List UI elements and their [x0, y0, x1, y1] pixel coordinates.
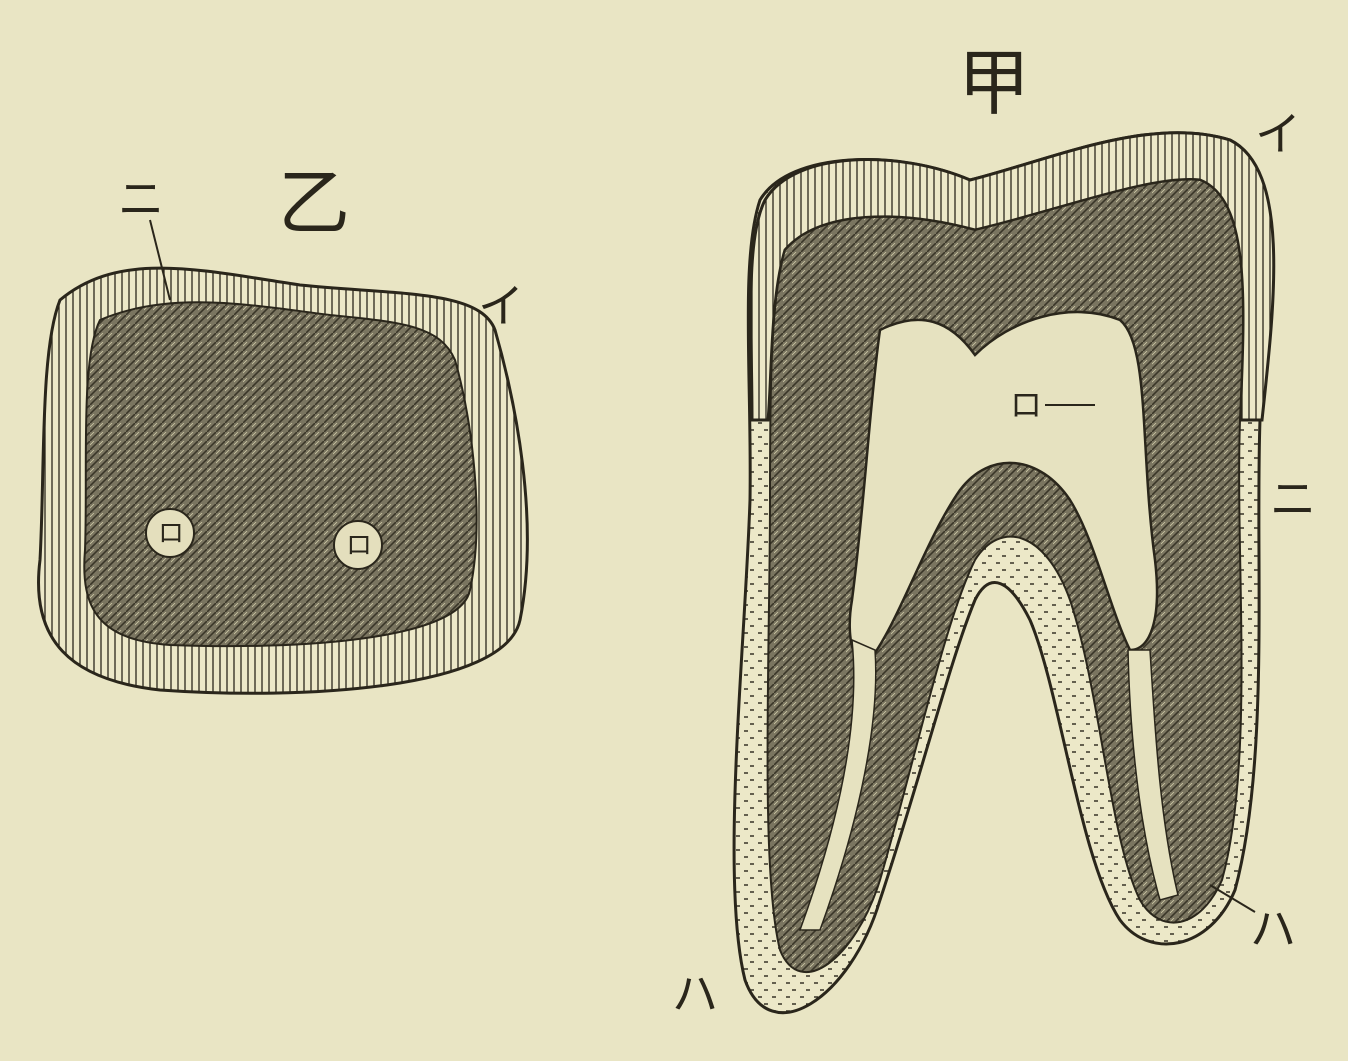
- cross-section-dentin: [84, 302, 476, 646]
- label-pulp-otsu-right: ロ: [346, 531, 372, 561]
- label-cementum-kou-right: ハ: [1250, 902, 1296, 956]
- label-enamel-otsu: イ: [478, 279, 524, 333]
- label-dentin-otsu: ニ: [118, 172, 164, 226]
- figure-title-kou: 甲: [958, 41, 1030, 125]
- figure-title-otsu: 乙: [278, 161, 350, 245]
- longitudinal-section-figure: [734, 133, 1274, 1013]
- label-pulp-otsu-left: ロ: [158, 519, 184, 549]
- label-cementum-kou-left: ハ: [672, 967, 718, 1021]
- label-dentin-kou: ニ: [1270, 472, 1316, 526]
- cross-section-figure: [39, 220, 528, 693]
- label-enamel-kou: イ: [1255, 107, 1301, 161]
- label-pulp-kou: ロ: [1010, 386, 1042, 424]
